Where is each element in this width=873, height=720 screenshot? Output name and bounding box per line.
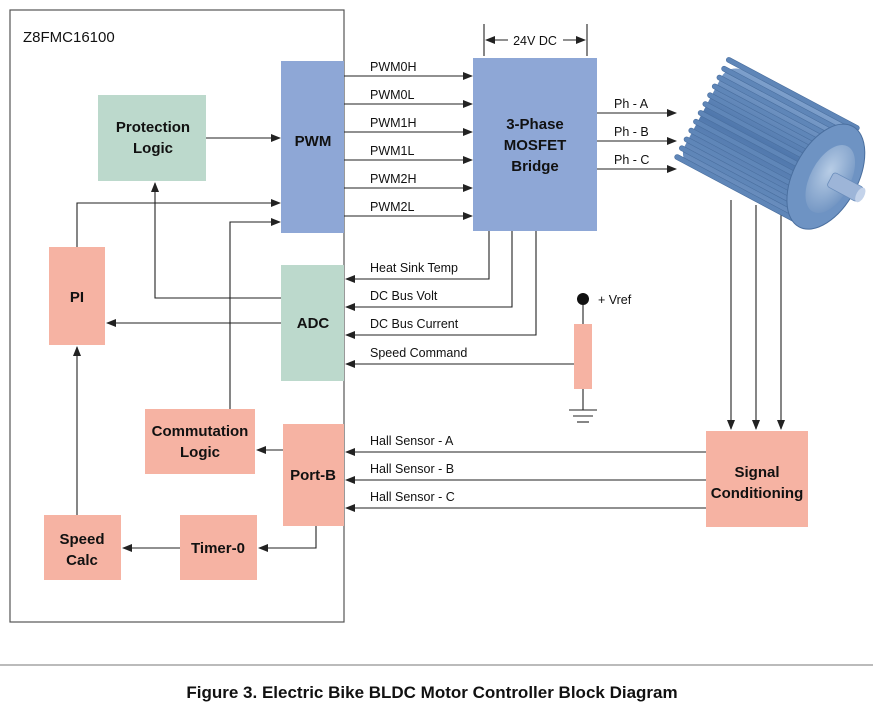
adc-input-lines: Heat Sink Temp DC Bus Volt DC Bus Curren… <box>345 231 584 389</box>
signal-conditioning-block: Signal Conditioning <box>706 431 808 527</box>
phase-b-label: Ph - B <box>614 125 649 139</box>
timer-0-block: Timer-0 <box>180 515 257 580</box>
dc-bus-current-label: DC Bus Current <box>370 317 459 331</box>
mosfet-label-2: MOSFET <box>504 137 567 154</box>
heat-sink-temp-label: Heat Sink Temp <box>370 261 458 275</box>
signal-conditioning-label-2: Conditioning <box>711 485 803 502</box>
internal-connections <box>73 134 317 552</box>
pi-label: PI <box>70 289 84 306</box>
pwm1l-label: PWM1L <box>370 144 415 158</box>
commutation-logic-label-2: Logic <box>180 444 220 461</box>
speed-calc-label-2: Calc <box>66 552 98 569</box>
port-b-block: Port-B <box>283 424 344 526</box>
signal-conditioning-label-1: Signal <box>734 464 779 481</box>
pi-block: PI <box>49 247 105 345</box>
pwm-output-lines: PWM0H PWM0L PWM1H PWM1L PWM2H PWM2L <box>344 60 473 220</box>
pwm2l-label: PWM2L <box>370 200 415 214</box>
chip-name: Z8FMC16100 <box>23 29 115 46</box>
mosfet-label-1: 3-Phase <box>506 116 564 133</box>
adc-block: ADC <box>281 265 344 381</box>
protection-logic-label-1: Protection <box>116 119 190 136</box>
speed-calc-block: Speed Calc <box>44 515 121 580</box>
port-b-label: Port-B <box>290 467 336 484</box>
adc-label: ADC <box>297 315 330 332</box>
pwm-label: PWM <box>295 133 332 150</box>
figure-caption: Figure 3. Electric Bike BLDC Motor Contr… <box>186 683 677 702</box>
phase-c-label: Ph - C <box>614 153 649 167</box>
supply-annotation: 24V DC <box>483 24 588 56</box>
speed-command-label: Speed Command <box>370 346 467 360</box>
commutation-logic-block: Commutation Logic <box>145 409 255 474</box>
mosfet-bridge-block: 3-Phase MOSFET Bridge <box>473 58 597 231</box>
hall-sensor-c-label: Hall Sensor - C <box>370 490 455 504</box>
pwm1h-label: PWM1H <box>370 116 417 130</box>
pwm2h-label: PWM2H <box>370 172 417 186</box>
speed-calc-label-1: Speed <box>59 531 104 548</box>
protection-logic-block: Protection Logic <box>98 95 206 181</box>
pwm0h-label: PWM0H <box>370 60 417 74</box>
dc-bus-volt-label: DC Bus Volt <box>370 289 438 303</box>
phase-a-label: Ph - A <box>614 97 649 111</box>
protection-logic-label-2: Logic <box>133 140 173 157</box>
timer-0-label: Timer-0 <box>191 540 245 557</box>
phase-output-lines: Ph - A Ph - B Ph - C <box>597 97 677 173</box>
pwm0l-label: PWM0L <box>370 88 415 102</box>
vref-label: + Vref <box>598 293 632 307</box>
motor-feedback-lines <box>727 200 785 430</box>
commutation-logic-label-1: Commutation <box>152 423 249 440</box>
hall-sensor-a-label: Hall Sensor - A <box>370 434 454 448</box>
hall-sensor-b-label: Hall Sensor - B <box>370 462 454 476</box>
mosfet-label-3: Bridge <box>511 158 559 175</box>
bldc-motor-icon <box>674 57 866 230</box>
supply-label: 24V DC <box>513 34 557 48</box>
motor-fin <box>726 57 860 131</box>
speed-potentiometer: + Vref <box>569 293 632 423</box>
hall-sensor-lines: Hall Sensor - A Hall Sensor - B Hall Sen… <box>345 434 706 512</box>
pwm-block: PWM <box>281 61 344 233</box>
